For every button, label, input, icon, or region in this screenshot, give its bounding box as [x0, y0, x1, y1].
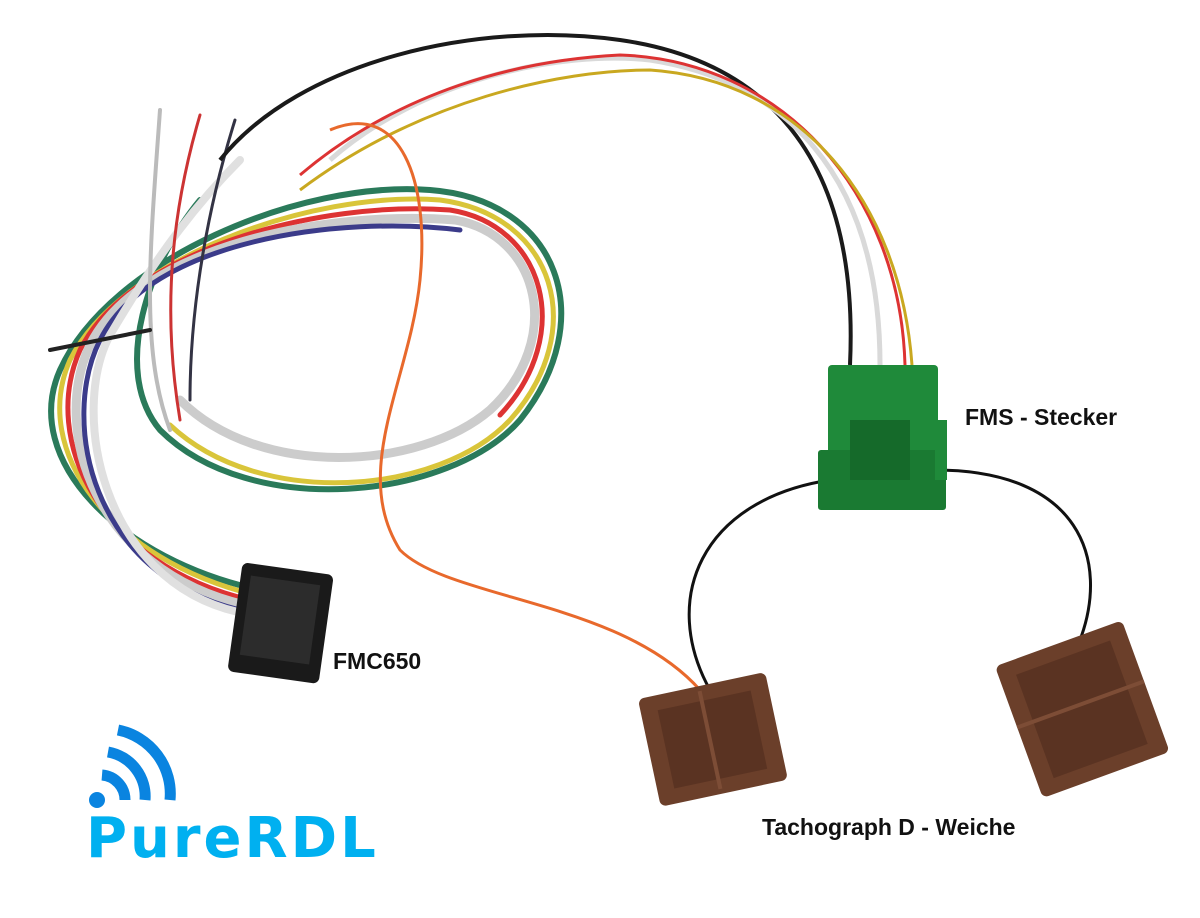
fms-connector — [818, 365, 947, 510]
fmc650-connector — [228, 563, 334, 684]
tacho-connector-right — [996, 621, 1169, 797]
black-wire-left — [687, 478, 831, 691]
wire-bundle — [48, 108, 565, 616]
black-wire-right — [934, 468, 1092, 641]
fms-wires — [218, 33, 914, 366]
tacho-connector-left — [639, 673, 787, 806]
tachograph-label: Tachograph D - Weiche — [762, 814, 1016, 840]
brand-logo-text: PureRDL — [86, 806, 379, 871]
fmc650-label: FMC650 — [333, 648, 422, 674]
fms-connector-label: FMS - Stecker — [965, 404, 1118, 430]
wifi-logo-icon — [89, 724, 176, 808]
orange-wire — [329, 122, 702, 691]
